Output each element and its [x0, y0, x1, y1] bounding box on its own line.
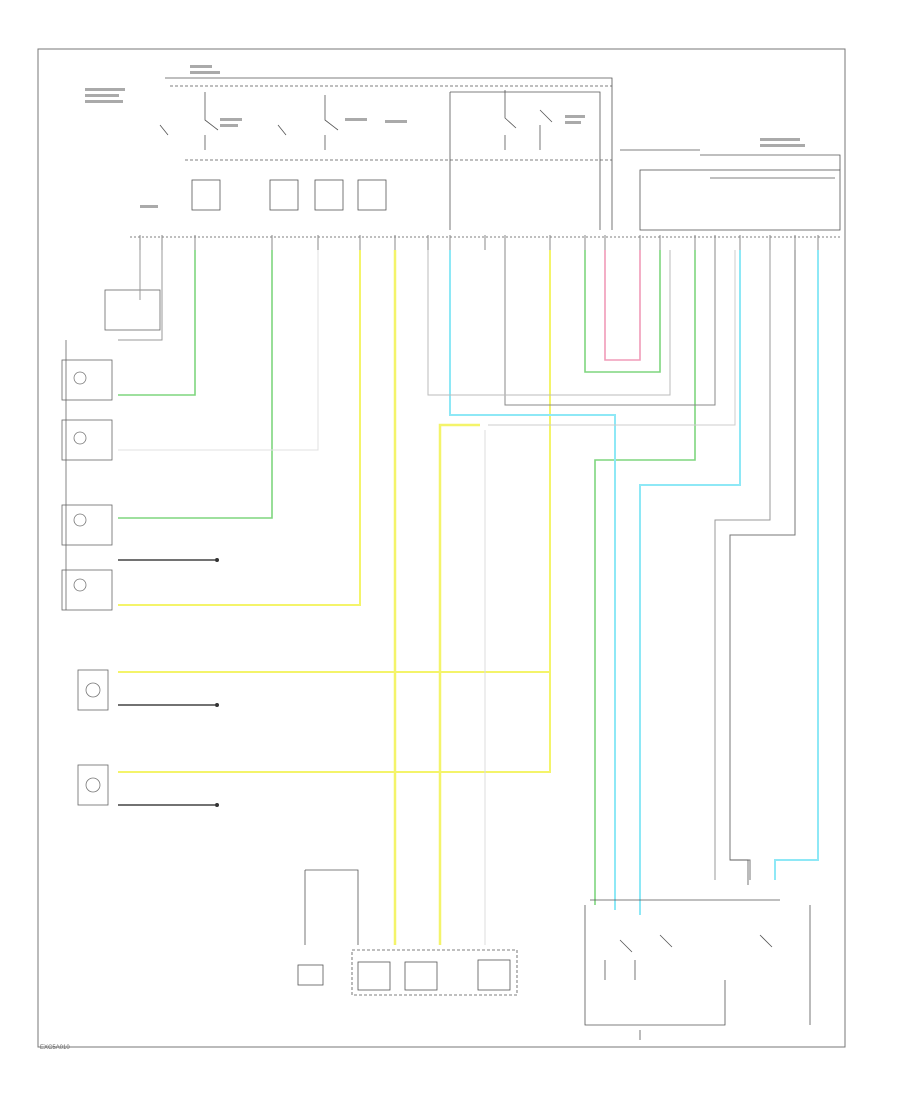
lamp-icon	[73, 513, 87, 527]
lamp-icon	[73, 431, 87, 445]
wire-yellow	[438, 423, 480, 945]
label-marks	[85, 65, 805, 208]
wire-grey	[504, 250, 716, 406]
wire-green	[118, 250, 273, 519]
wire-grey	[488, 250, 736, 426]
instrument-panel-cluster	[297, 869, 518, 996]
document-id: EXC5A010	[40, 1045, 70, 1051]
wire-green	[594, 250, 696, 905]
wire-yellow	[118, 250, 551, 773]
left-lamp-blocks	[61, 289, 161, 806]
lamp-icon	[85, 777, 101, 793]
turn-signal-multifunction-switch	[584, 859, 811, 1040]
connector-pins	[139, 235, 819, 250]
wire-grey	[427, 250, 671, 396]
wire-grey	[729, 250, 796, 880]
lamp-icon	[73, 578, 87, 592]
wire-grey	[714, 250, 771, 880]
lamp-icons	[73, 371, 101, 793]
headlamp-switch-module	[130, 77, 841, 238]
wire-cyan	[774, 250, 819, 880]
wire-cyan	[639, 250, 741, 915]
wire-green	[584, 250, 661, 373]
wire-cyan	[449, 250, 616, 910]
wire-grey	[118, 250, 319, 451]
lamp-icon	[85, 682, 101, 698]
diagram-border	[37, 48, 846, 1048]
ground-terminals	[215, 558, 219, 807]
wire-yellow	[118, 250, 361, 606]
wires	[118, 250, 819, 945]
wire-green	[118, 250, 196, 396]
wire-grey	[118, 250, 163, 341]
lamp-icon	[73, 371, 87, 385]
wire-pink	[604, 250, 641, 361]
